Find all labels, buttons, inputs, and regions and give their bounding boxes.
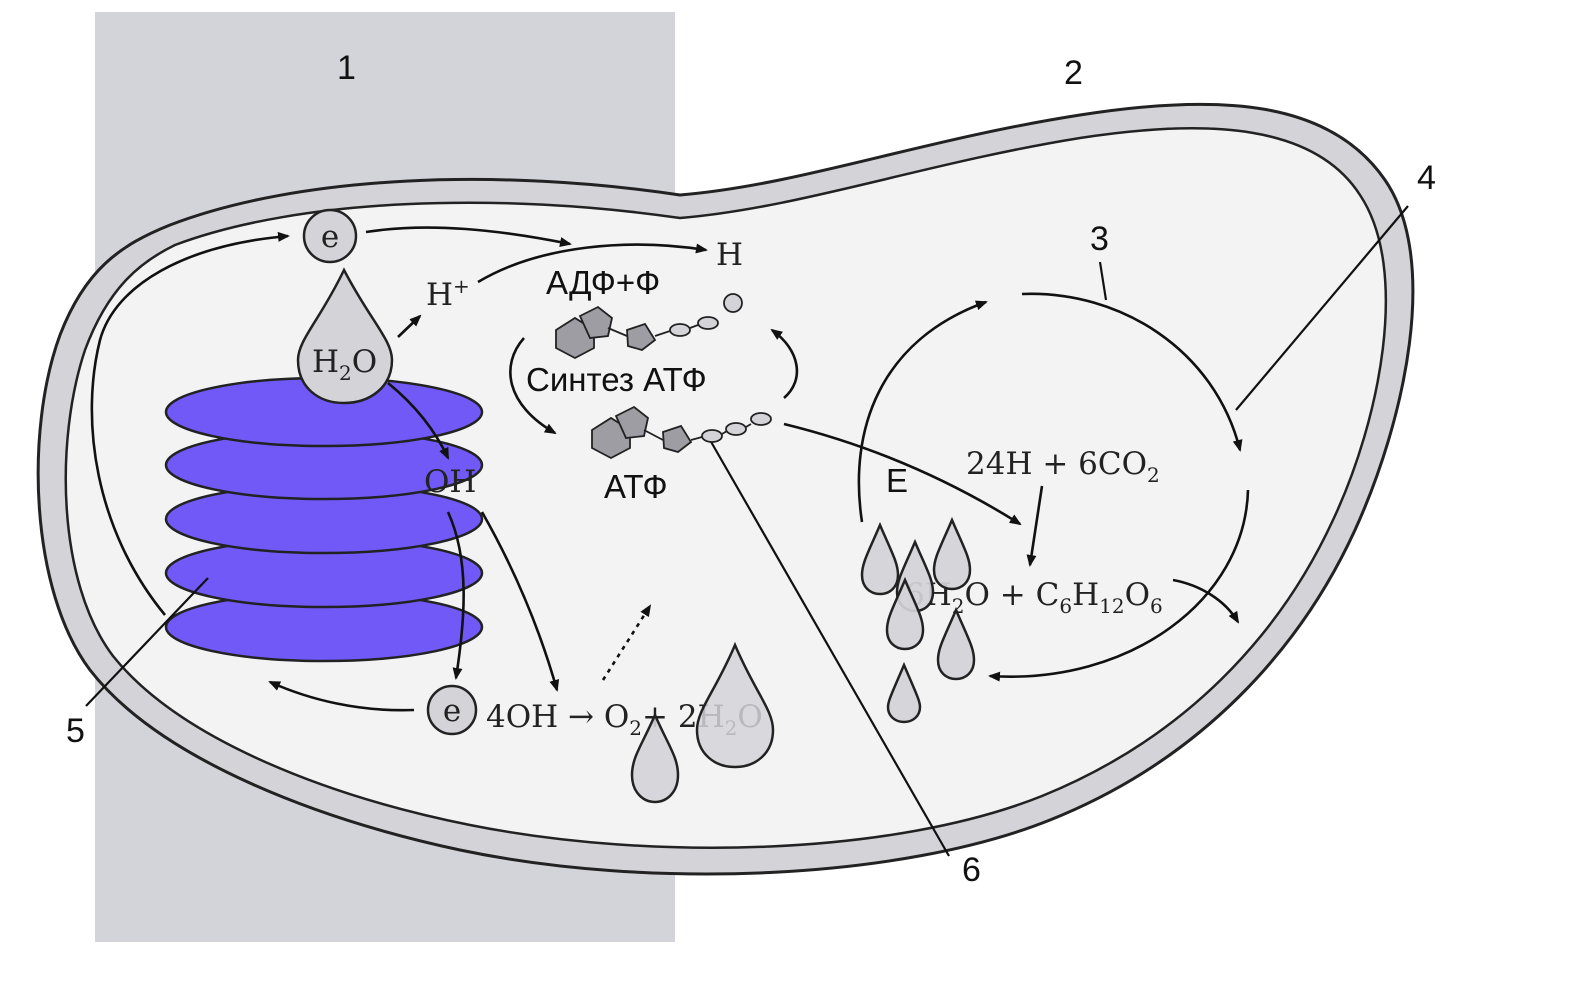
glucose-output-arrow	[1172, 578, 1240, 624]
calvin-cycle-left-arrow	[857, 300, 988, 523]
electron-to-atp-arrow	[365, 226, 572, 247]
water-to-oh-arrow	[387, 381, 450, 460]
pointer-3	[1098, 261, 1108, 301]
electron-top	[302, 208, 358, 264]
electron-to-grana-arrow	[268, 680, 415, 712]
electron-return-arrow	[90, 231, 290, 616]
atp-synthesis-label: Синтез АТФ	[526, 361, 707, 398]
atp-to-calvin-arrow	[783, 422, 1022, 526]
label-5: 5	[66, 712, 85, 750]
label-6: 6	[962, 851, 981, 889]
hydroxide-label: OH	[424, 464, 476, 500]
electron-top-label: e	[321, 219, 339, 255]
synthesis-left-arrow	[509, 337, 557, 435]
hydrogen-label: H	[716, 237, 743, 273]
calvin-cycle-bottom-arrow	[988, 489, 1250, 682]
pointer-5	[85, 577, 209, 707]
atp-molecule-icon	[591, 405, 772, 460]
atp-label: АТФ	[604, 468, 668, 505]
proton-arrow	[477, 243, 708, 284]
pointer-6	[709, 439, 950, 857]
water-drop-icon	[296, 267, 394, 405]
oh-to-electron-arrow	[446, 511, 465, 680]
reactants-equation: 24H + 6CO2	[966, 446, 1160, 487]
proton-label: H+	[426, 274, 470, 313]
water-product-drop-icon	[695, 641, 775, 769]
grana-stack	[164, 376, 484, 663]
adp-label: АДФ+Ф	[546, 264, 660, 301]
co2-to-product-arrow	[1026, 485, 1044, 567]
label-2: 2	[1064, 54, 1083, 92]
water-drops-group	[860, 516, 976, 724]
calvin-cycle-top-arrow	[1021, 292, 1243, 452]
adp-molecule-icon	[555, 293, 743, 360]
pointer-4	[1235, 205, 1409, 411]
oxygen-release-arrow	[601, 604, 652, 681]
water-to-proton-arrow	[397, 314, 422, 338]
water-formula: H2O	[312, 344, 377, 385]
label-1: 1	[337, 49, 356, 87]
inner-membrane	[64, 127, 1388, 850]
electron-bottom-label: e	[443, 693, 461, 729]
oh-to-water-split-arrow	[480, 511, 560, 692]
synthesis-right-arrow	[770, 328, 799, 399]
oxygen-drop-icon	[630, 711, 680, 804]
electron-bottom	[426, 684, 478, 736]
energy-label: E	[886, 462, 908, 499]
label-3: 3	[1090, 220, 1109, 258]
label-4: 4	[1417, 159, 1436, 197]
